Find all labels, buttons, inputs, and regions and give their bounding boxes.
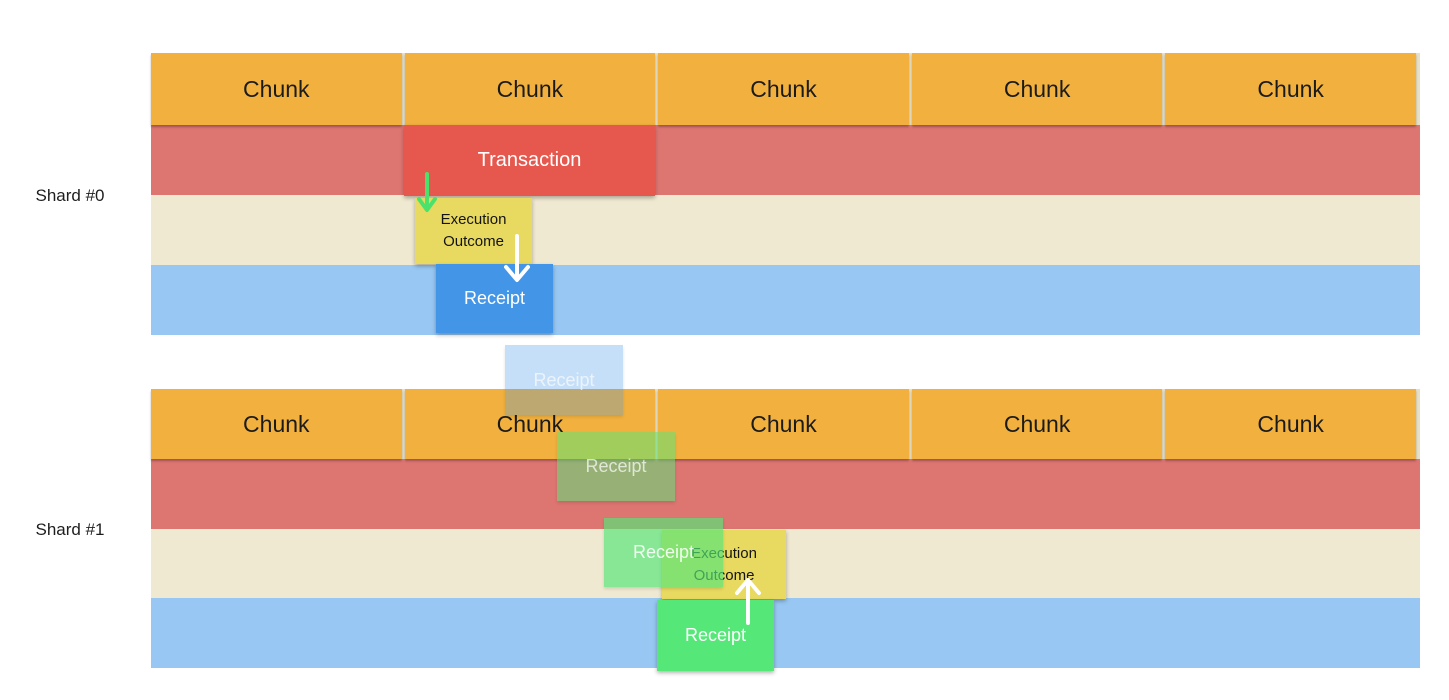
transaction-box: Transaction (404, 125, 655, 196)
shard1-transaction-band (151, 459, 1420, 529)
execution-outcome-label: Execution Outcome (440, 211, 507, 250)
shard0-chunk-4: Chunk (911, 53, 1163, 125)
shard1-chunk-row: Chunk Chunk Chunk Chunk Chunk (151, 389, 1420, 459)
white-down-arrow-icon (504, 234, 530, 282)
shard1-receipt-band (151, 598, 1420, 668)
receipt-ghost-box-3: Receipt (604, 518, 723, 587)
shard0-chunk-5: Chunk (1165, 53, 1416, 125)
shard1-chunk-1: Chunk (151, 389, 402, 459)
shard1-chunk-3: Chunk (658, 389, 909, 459)
shard0-receipt-band (151, 265, 1420, 335)
shard1-label: Shard #1 (35, 520, 105, 539)
receipt-ghost-box-1: Receipt (505, 345, 623, 415)
shard0-chunk-1: Chunk (151, 53, 402, 125)
shard0-chunk-row: Chunk Chunk Chunk Chunk Chunk (151, 53, 1420, 125)
shard1-chunk-4: Chunk (911, 389, 1163, 459)
shard1-chunk-2: Chunk (404, 389, 656, 459)
receipt-ghost-box-2: Receipt (557, 432, 675, 501)
white-up-arrow-icon (735, 578, 761, 625)
shard0-chunk-3: Chunk (658, 53, 909, 125)
shard0-outcome-band (151, 195, 1420, 265)
shard0-transaction-band (151, 125, 1420, 195)
shard0-chunk-2: Chunk (404, 53, 656, 125)
shard0-label: Shard #0 (35, 186, 105, 205)
execution-outcome-box-shard0: Execution Outcome (415, 198, 532, 264)
receipt-box-shard1: Receipt (657, 600, 774, 671)
green-down-arrow-icon (417, 172, 437, 212)
receipt-box-shard0: Receipt (436, 264, 553, 333)
shard1-chunk-5: Chunk (1165, 389, 1416, 459)
